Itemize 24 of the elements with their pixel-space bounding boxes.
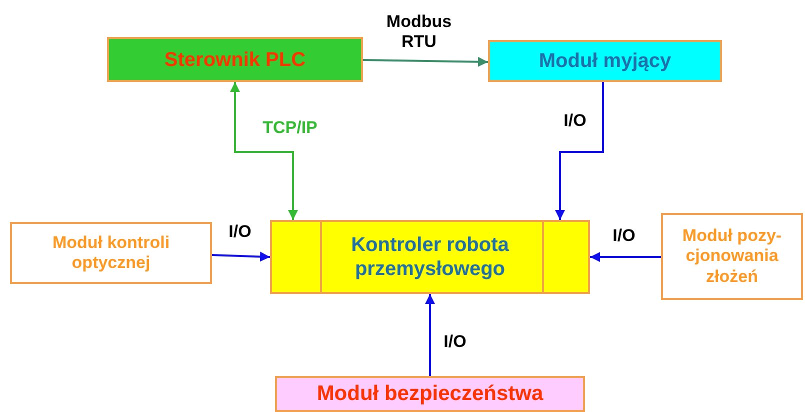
arrow: [590, 252, 661, 262]
edge-label: I/O: [442, 332, 468, 352]
arrow: [425, 294, 435, 376]
edge-label: I/O: [228, 222, 252, 242]
plc-box: [107, 37, 363, 82]
safety-module-box: [275, 376, 585, 412]
arrow: [212, 252, 270, 262]
arrow: [362, 56, 488, 67]
washing-module-box: [488, 40, 722, 82]
node-label: Moduł myjący: [538, 49, 672, 73]
node-label: Moduł pozy- cjonowania złożeń: [681, 226, 783, 288]
node-label: Sterownik PLC: [164, 48, 306, 72]
node-label: Kontroler robota przemysłowego: [350, 233, 510, 281]
positioning-module-box: [661, 213, 803, 300]
optical-module-box: [10, 222, 212, 284]
arrow: [555, 82, 604, 220]
robot-controller-box: [270, 220, 590, 294]
node-label: Moduł kontroli optycznej: [51, 232, 171, 274]
edge-label: I/O: [612, 226, 636, 246]
node-label: Moduł bezpieczeństwa: [316, 381, 544, 407]
arrow: [230, 82, 298, 220]
edge-label: I/O: [562, 111, 588, 131]
edge-label: Modbus RTU: [385, 12, 453, 52]
edge-label: TCP/IP: [262, 118, 318, 138]
